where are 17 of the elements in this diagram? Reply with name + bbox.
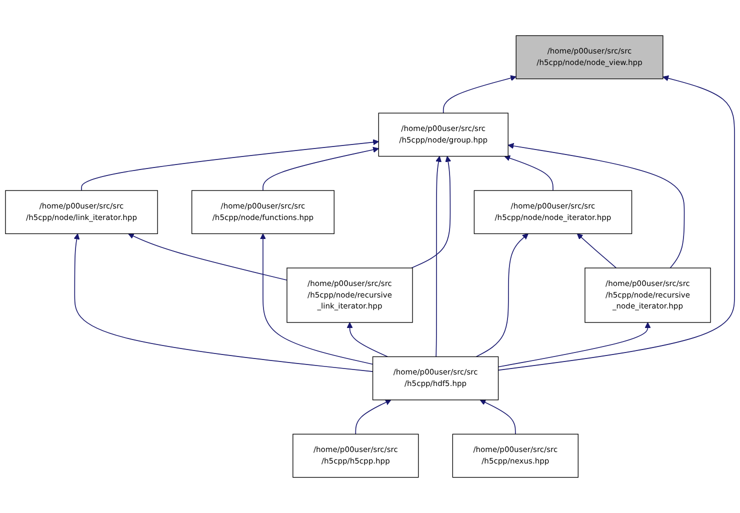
arrow: [508, 142, 685, 268]
arrow: [74, 233, 374, 372]
arrow: [504, 155, 554, 191]
arrow: [411, 156, 452, 268]
arrow: [576, 233, 617, 268]
arrow: [476, 233, 528, 358]
arrow: [81, 139, 379, 191]
arrow: [128, 233, 288, 281]
arrow: [436, 156, 442, 358]
arrow: [262, 146, 379, 191]
arrow: [498, 322, 651, 368]
arrow: [498, 75, 735, 371]
arrow: [355, 400, 392, 435]
arrow: [260, 233, 374, 365]
arrow: [480, 400, 516, 435]
arrow: [346, 322, 388, 358]
arrow: [442, 75, 516, 114]
